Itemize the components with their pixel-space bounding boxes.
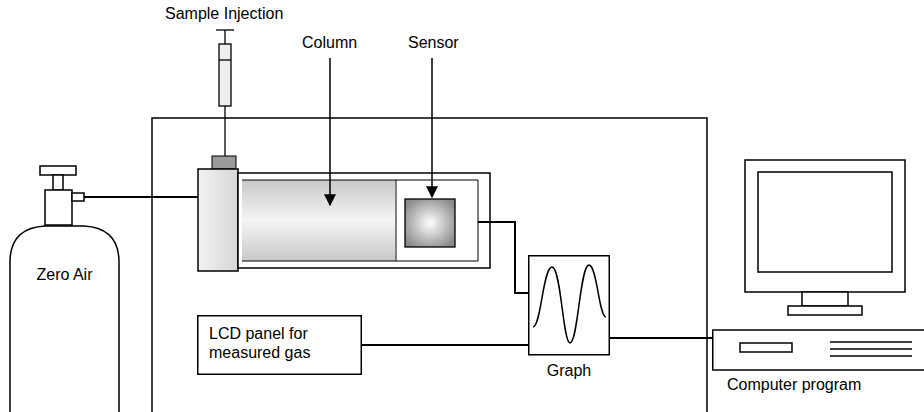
signal-cable: [610, 337, 712, 339]
node-text: Computer program: [727, 375, 924, 394]
instrument-housing: [152, 118, 707, 412]
sensor-chamber-wall: [478, 180, 479, 261]
sensor-chamber-wall: [242, 261, 478, 262]
computer-outline: [712, 155, 924, 402]
graph-frame: [529, 256, 610, 355]
part-label: Sample Injection: [165, 4, 283, 23]
part-label: Column: [302, 33, 357, 52]
panel-frame: [198, 316, 362, 375]
leader-arrow: [431, 58, 433, 197]
leader-arrow: [329, 58, 331, 205]
cylinder-outline: [8, 225, 121, 412]
signal-cable: [362, 344, 528, 346]
computer-case: [713, 330, 924, 370]
signal-wave: [533, 265, 606, 343]
gas-line: [84, 196, 198, 198]
cylinder-body: [10, 226, 119, 412]
monitor: [745, 160, 905, 292]
case-detail: [830, 348, 912, 350]
column-housing: [238, 173, 490, 268]
part-label: Sensor: [408, 33, 459, 52]
monitor-screen: [758, 172, 892, 272]
injection-port: [212, 156, 236, 169]
gas-cylinder: Zero Air: [8, 225, 121, 412]
computer: Computer program: [712, 155, 924, 400]
cylinder-valve: [40, 166, 84, 225]
computer-drawing: [713, 160, 924, 370]
sensor-chamber-wall: [242, 180, 478, 181]
case-detail: [830, 355, 912, 357]
node-text: Graph: [528, 361, 610, 380]
monitor-stand: [802, 292, 848, 306]
node-text: LCD panel for measured gas: [209, 324, 352, 362]
column-tube: [242, 180, 395, 261]
sensor-chamber-wall: [396, 180, 397, 261]
node-text: Zero Air: [12, 265, 117, 284]
monitor-foot: [788, 306, 862, 315]
signal-wire: [478, 222, 528, 293]
sensor-element: [405, 199, 455, 247]
graph-display: Graph: [528, 255, 610, 383]
case-detail: [830, 341, 912, 343]
inlet-block: [198, 169, 238, 271]
syringe: [216, 30, 234, 158]
display-panel: LCD panel for measured gas: [197, 315, 362, 375]
drive-slot: [740, 343, 792, 352]
